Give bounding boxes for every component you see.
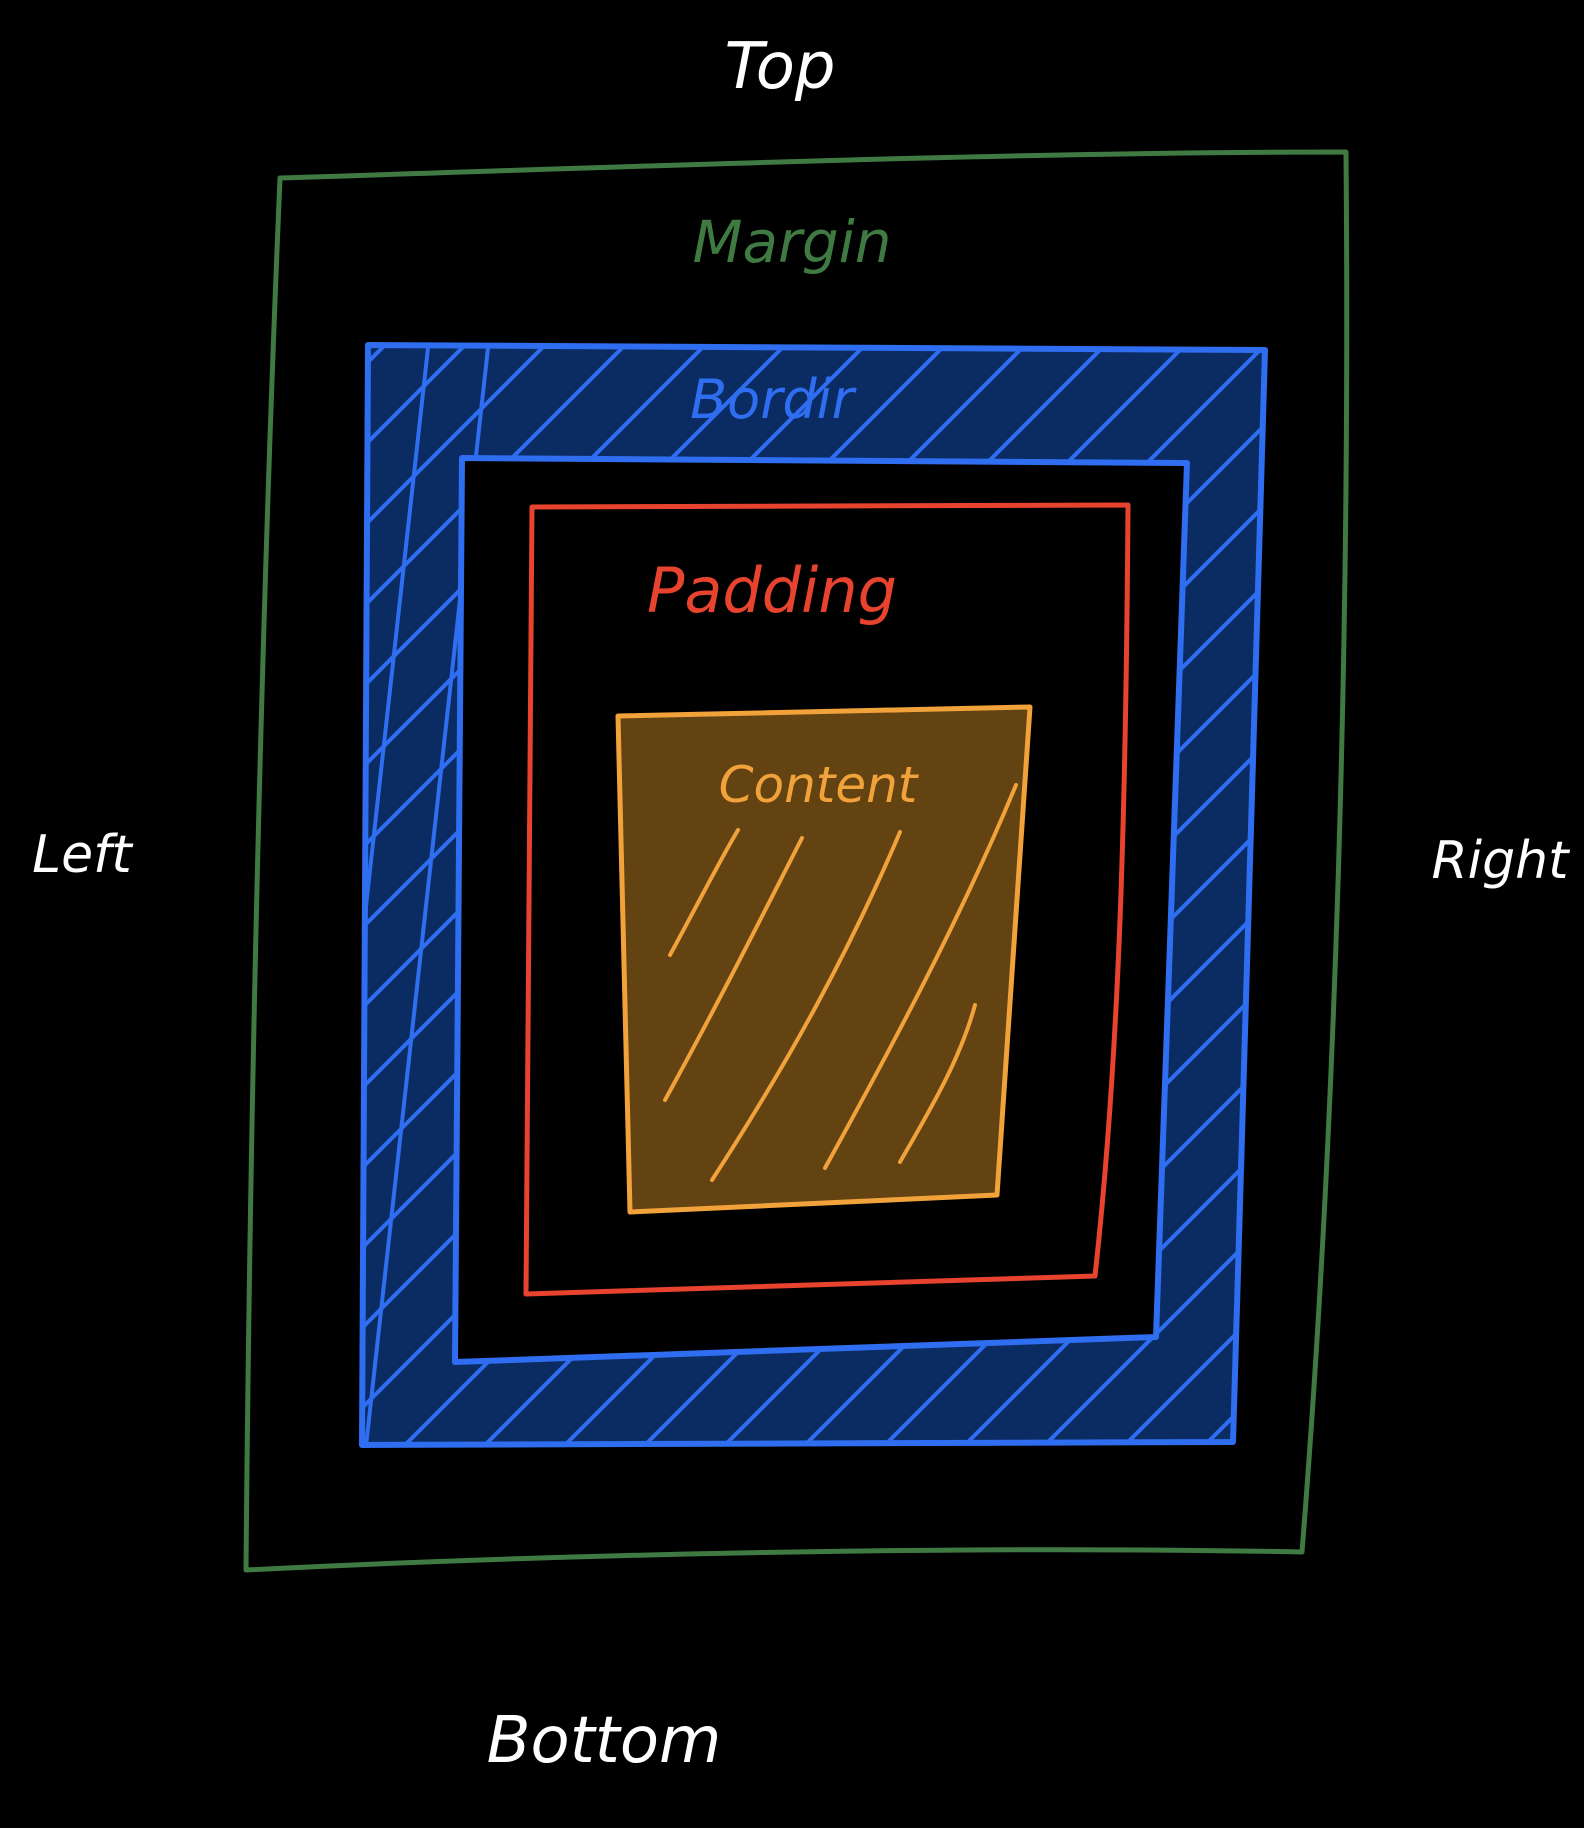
label-border: Bordir bbox=[690, 368, 857, 431]
label-right: Right bbox=[1432, 831, 1571, 891]
label-padding: Padding bbox=[647, 554, 897, 627]
content-hatching bbox=[663, 783, 1018, 1182]
label-content: Content bbox=[719, 756, 920, 814]
label-top: Top bbox=[725, 30, 836, 104]
margin-box-outline bbox=[243, 149, 1350, 1573]
content-box-fill bbox=[618, 707, 1030, 1212]
label-bottom: Bottom bbox=[487, 1704, 722, 1778]
content-box-outline bbox=[615, 704, 1033, 1215]
label-left: Left bbox=[32, 825, 133, 885]
border-box-inner-edge bbox=[452, 455, 1190, 1365]
border-box-outer-edge bbox=[359, 342, 1268, 1448]
padding-box-outline bbox=[523, 502, 1131, 1297]
label-margin: Margin bbox=[692, 208, 891, 276]
